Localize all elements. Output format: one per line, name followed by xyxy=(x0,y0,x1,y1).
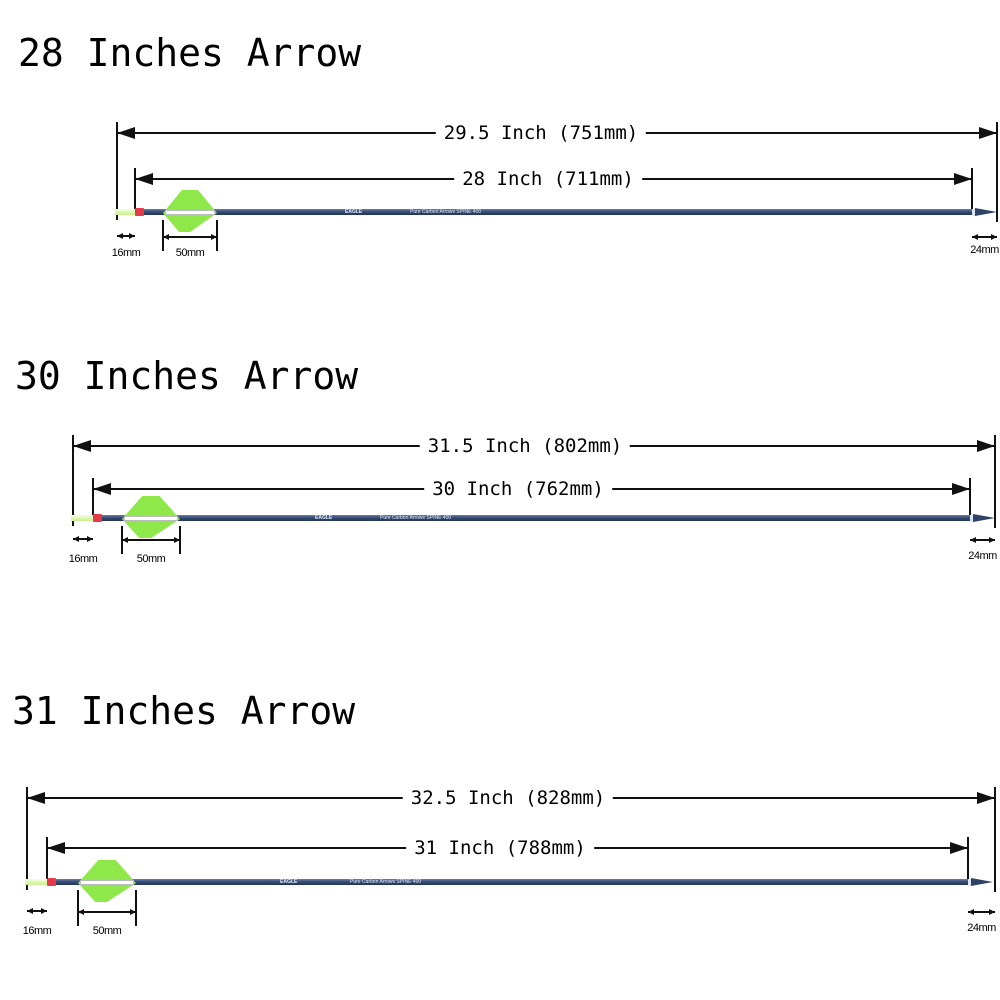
arrowhead-left-icon xyxy=(972,234,978,240)
dimension-extension-line xyxy=(46,837,48,881)
dimension-extension-line xyxy=(116,122,118,220)
arrowhead-left-icon xyxy=(78,909,84,915)
nock-dimension-label: 16mm xyxy=(111,247,141,259)
arrowhead-right-icon xyxy=(977,440,995,452)
arrowhead-left-icon xyxy=(73,536,79,542)
shaft-brand-logo: EAGLE xyxy=(315,515,333,521)
nock-dimension-line xyxy=(27,910,47,912)
arrowhead-right-icon xyxy=(989,909,995,915)
shaft-length-label: 31 Inch (788mm) xyxy=(406,837,594,859)
arrowhead-right-icon xyxy=(87,536,93,542)
arrowhead-left-icon xyxy=(163,234,169,240)
arrow-nock xyxy=(115,209,135,215)
dimension-extension-line xyxy=(92,478,94,517)
dimension-extension-line xyxy=(179,526,181,554)
nock-dimension-line xyxy=(73,538,93,540)
arrow-nock xyxy=(25,879,47,885)
vane-dimension-line xyxy=(163,236,217,238)
dimension-extension-line xyxy=(72,435,74,526)
vane-dimension-line xyxy=(78,911,136,913)
arrowhead-left-icon xyxy=(27,908,33,914)
arrow-collar xyxy=(93,514,102,522)
dimension-extension-line xyxy=(967,837,969,881)
shaft-length-label: 30 Inch (762mm) xyxy=(424,478,612,500)
vane-dimension-line xyxy=(122,539,180,541)
point-dimension-label: 24mm xyxy=(970,244,999,256)
dimension-extension-line xyxy=(996,122,998,222)
dimension-extension-line xyxy=(971,168,973,211)
arrowhead-right-icon xyxy=(950,842,968,854)
shaft-print-text: Pure Carbon Arrows SPINE 400 xyxy=(380,515,452,521)
dimension-extension-line xyxy=(134,168,136,211)
arrow-point-insert xyxy=(970,514,973,522)
point-dimension-line xyxy=(972,236,997,238)
arrowhead-left-icon xyxy=(27,792,45,804)
dimension-extension-line xyxy=(77,890,79,926)
arrowhead-left-icon xyxy=(970,537,976,543)
arrow-nock xyxy=(71,515,93,521)
vane-dimension-label: 50mm xyxy=(136,553,166,565)
arrow-point xyxy=(973,514,995,522)
shaft-brand-logo: EAGLE xyxy=(280,879,298,885)
arrow-shaft xyxy=(101,515,970,521)
point-dimension-line xyxy=(968,911,995,913)
arrowhead-left-icon xyxy=(122,537,128,543)
arrow-point xyxy=(971,878,993,886)
overall-length-label: 29.5 Inch (751mm) xyxy=(435,122,647,144)
arrowhead-right-icon xyxy=(977,792,995,804)
arrowhead-right-icon xyxy=(954,173,972,185)
arrow-shaft xyxy=(143,209,972,215)
dimension-extension-line xyxy=(994,435,996,528)
arrow-vane-base xyxy=(124,516,178,521)
arrowhead-left-icon xyxy=(117,233,123,239)
nock-dimension-line xyxy=(117,235,135,237)
arrow-point xyxy=(975,208,997,216)
arrowhead-left-icon xyxy=(73,440,91,452)
arrowhead-right-icon xyxy=(991,234,997,240)
point-dimension-label: 24mm xyxy=(968,550,997,562)
point-dimension-line xyxy=(970,539,995,541)
arrowhead-right-icon xyxy=(130,909,136,915)
shaft-print-text: Pure Carbon Arrows SPINE 400 xyxy=(350,879,422,885)
vane-dimension-label: 50mm xyxy=(92,925,122,937)
overall-length-label: 32.5 Inch (828mm) xyxy=(402,787,614,809)
overall-length-label: 31.5 Inch (802mm) xyxy=(419,435,631,457)
arrowhead-right-icon xyxy=(211,234,217,240)
arrow-title: 31 Inches Arrow xyxy=(12,689,356,733)
arrow-point-insert xyxy=(972,208,975,216)
arrowhead-right-icon xyxy=(979,127,997,139)
vane-dimension-label: 50mm xyxy=(175,247,205,259)
arrowhead-left-icon xyxy=(968,909,974,915)
arrowhead-right-icon xyxy=(129,233,135,239)
shaft-brand-logo: EAGLE xyxy=(345,209,363,215)
arrow-shaft xyxy=(55,879,968,885)
arrowhead-right-icon xyxy=(952,483,970,495)
dimension-extension-line xyxy=(216,220,218,251)
arrow-title: 28 Inches Arrow xyxy=(18,31,362,75)
arrowhead-right-icon xyxy=(174,537,180,543)
arrow-vane-base xyxy=(165,210,215,215)
arrowhead-left-icon xyxy=(47,842,65,854)
dimension-extension-line xyxy=(135,890,137,926)
arrow-title: 30 Inches Arrow xyxy=(15,354,359,398)
dimension-extension-line xyxy=(969,478,971,517)
arrow-point-insert xyxy=(968,878,971,886)
arrow-vane-base xyxy=(80,880,134,885)
arrowhead-left-icon xyxy=(117,127,135,139)
point-dimension-label: 24mm xyxy=(967,922,996,934)
nock-dimension-label: 16mm xyxy=(22,925,52,937)
dimension-extension-line xyxy=(26,787,28,890)
shaft-length-label: 28 Inch (711mm) xyxy=(454,168,642,190)
arrowhead-left-icon xyxy=(93,483,111,495)
nock-dimension-label: 16mm xyxy=(68,553,98,565)
arrowhead-right-icon xyxy=(41,908,47,914)
arrow-collar xyxy=(47,878,56,886)
shaft-print-text: Pure Carbon Arrows SPINE 400 xyxy=(410,209,482,215)
arrowhead-left-icon xyxy=(135,173,153,185)
arrowhead-right-icon xyxy=(989,537,995,543)
dimension-extension-line xyxy=(994,787,996,892)
arrow-collar xyxy=(135,208,144,216)
